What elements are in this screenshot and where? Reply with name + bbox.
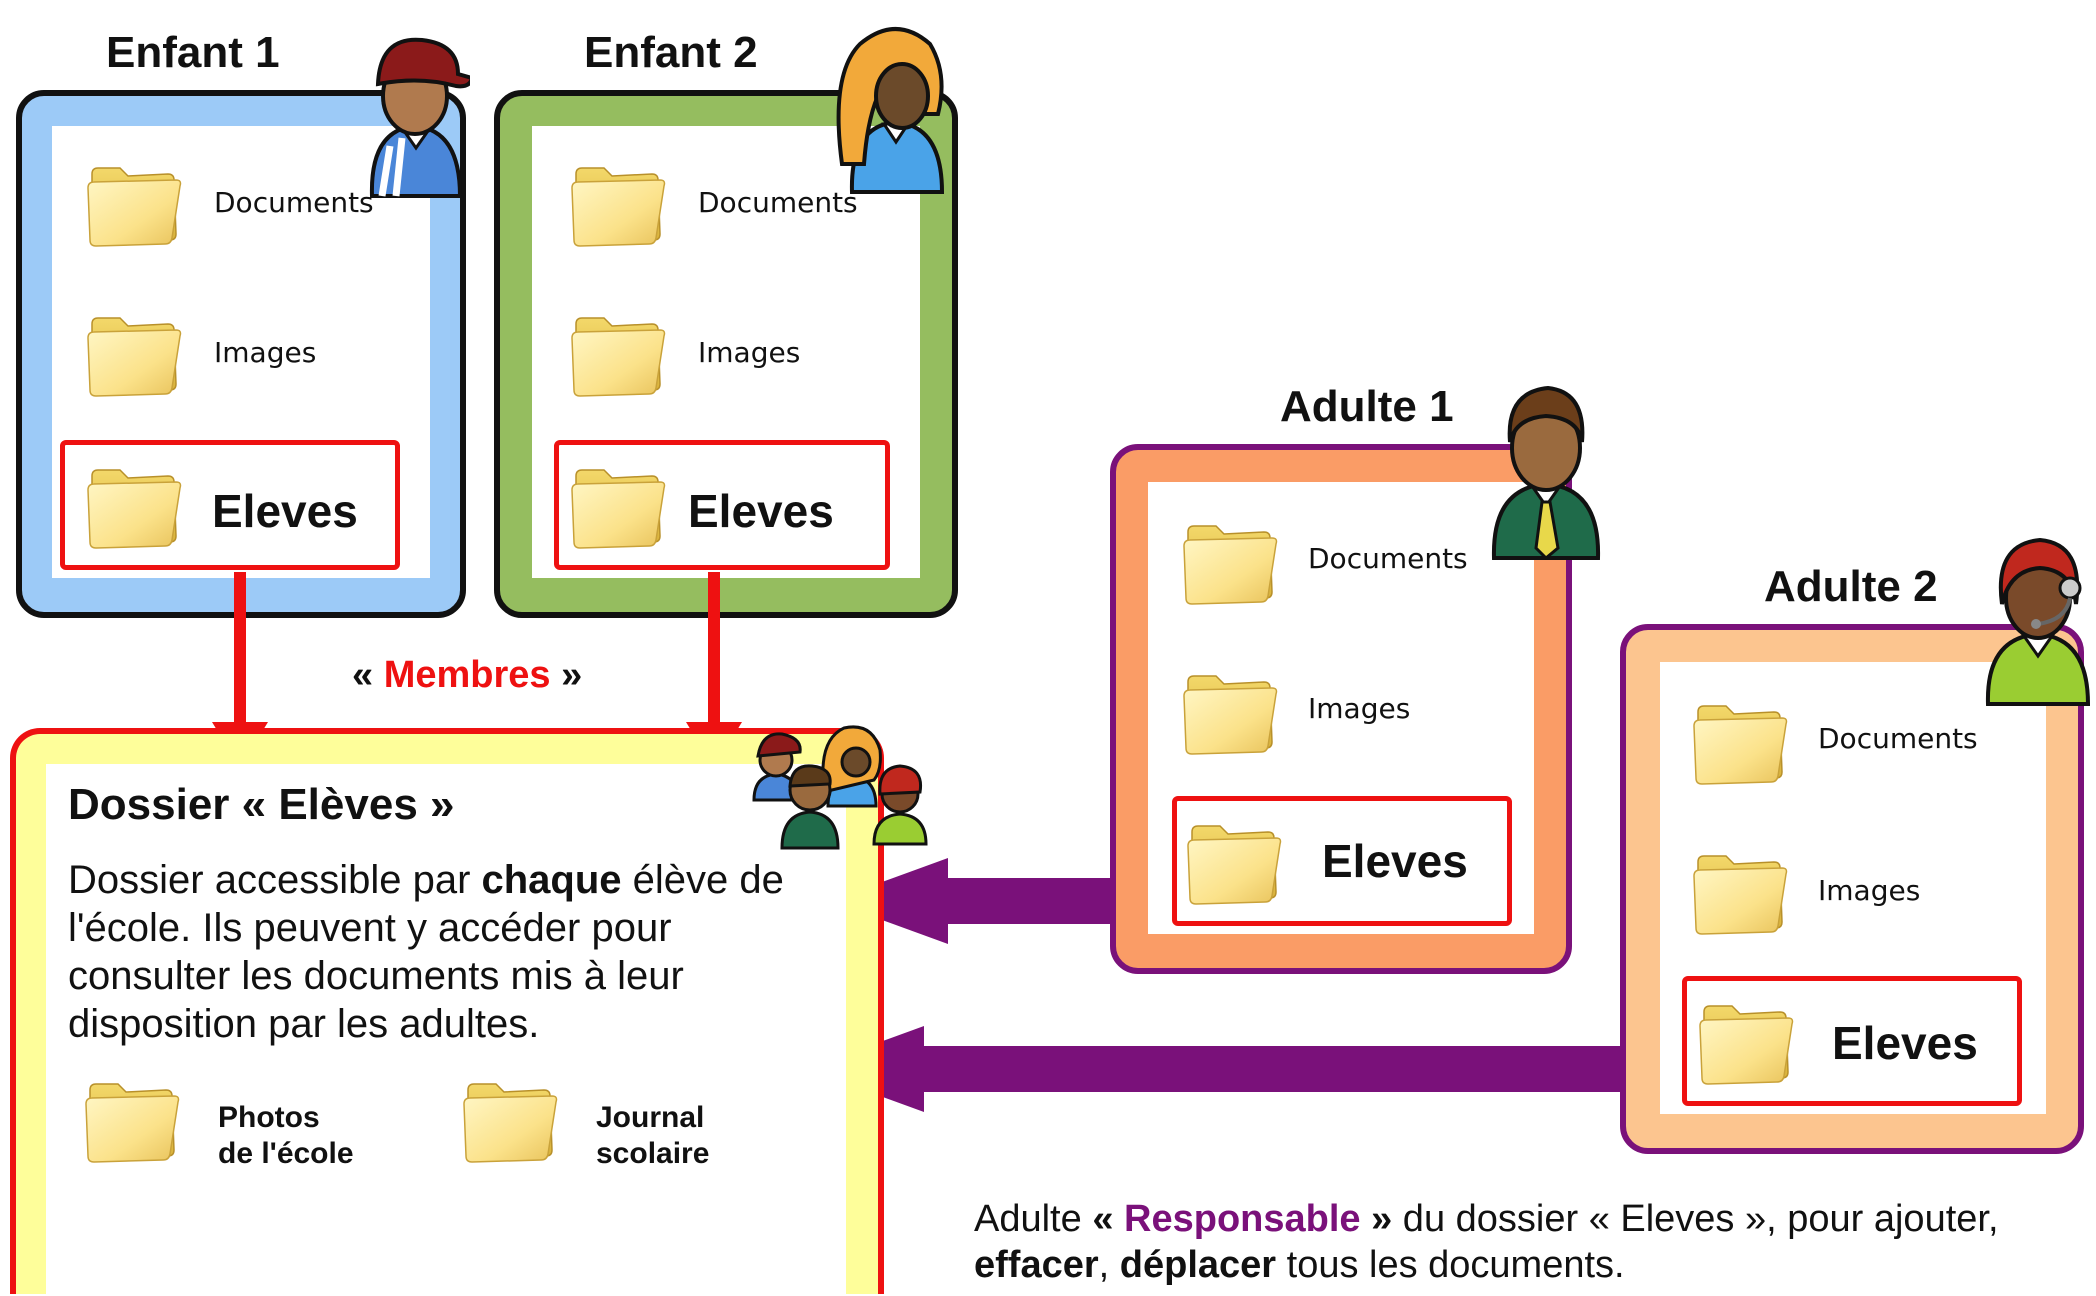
documents-folder-label[interactable]: Documents (1308, 542, 1468, 575)
shared-folder-description: Dossier accessible par chaque élève de l… (68, 858, 784, 1046)
child-girl-icon (836, 27, 945, 194)
shared-folder-title: Dossier « Elèves » (68, 780, 455, 829)
adult-man-icon (1491, 385, 1601, 560)
folder-icon[interactable] (1184, 810, 1284, 910)
eleves-folder-highlight[interactable] (1682, 976, 2022, 1106)
adult-2-title: Adulte 2 (1764, 562, 1938, 611)
eleves-folder-label[interactable]: Eleves (1322, 835, 1468, 887)
eleves-folder-highlight[interactable] (60, 440, 400, 570)
responsible-note: Adulte « Responsable » du dossier « Elev… (974, 1198, 1999, 1286)
folder-icon[interactable] (460, 1068, 560, 1168)
child-2-title: Enfant 2 (584, 28, 758, 77)
eleves-folder-label[interactable]: Eleves (1832, 1017, 1978, 1069)
images-folder-label[interactable]: Images (698, 336, 801, 369)
eleves-folder-highlight[interactable] (554, 440, 890, 570)
folder-icon[interactable] (1696, 990, 1796, 1090)
folder-icon[interactable] (1690, 690, 1790, 790)
folder-icon[interactable] (1690, 840, 1790, 940)
images-folder-label[interactable]: Images (1818, 874, 1921, 907)
images-folder-label[interactable]: Images (1308, 692, 1411, 725)
folder-icon[interactable] (82, 1068, 182, 1168)
folder-icon[interactable] (1180, 510, 1280, 610)
documents-folder-label[interactable]: Documents (1818, 722, 1978, 755)
members-label: « Membres » (352, 654, 583, 696)
child-boy-icon (369, 37, 470, 198)
eleves-folder-highlight[interactable] (1172, 796, 1512, 926)
documents-folder-label[interactable]: Documents (698, 186, 858, 219)
images-folder-label[interactable]: Images (214, 336, 317, 369)
documents-folder-label[interactable]: Documents (214, 186, 374, 219)
group-members-icon (752, 725, 928, 850)
child-1-title: Enfant 1 (106, 28, 280, 77)
adult-1-title: Adulte 1 (1280, 382, 1454, 431)
adult-headset-icon (1985, 537, 2091, 706)
shared-folder-panel (46, 764, 846, 1294)
eleves-folder-label[interactable]: Eleves (688, 485, 834, 537)
folder-icon[interactable] (1180, 660, 1280, 760)
eleves-folder-label[interactable]: Eleves (212, 485, 358, 537)
